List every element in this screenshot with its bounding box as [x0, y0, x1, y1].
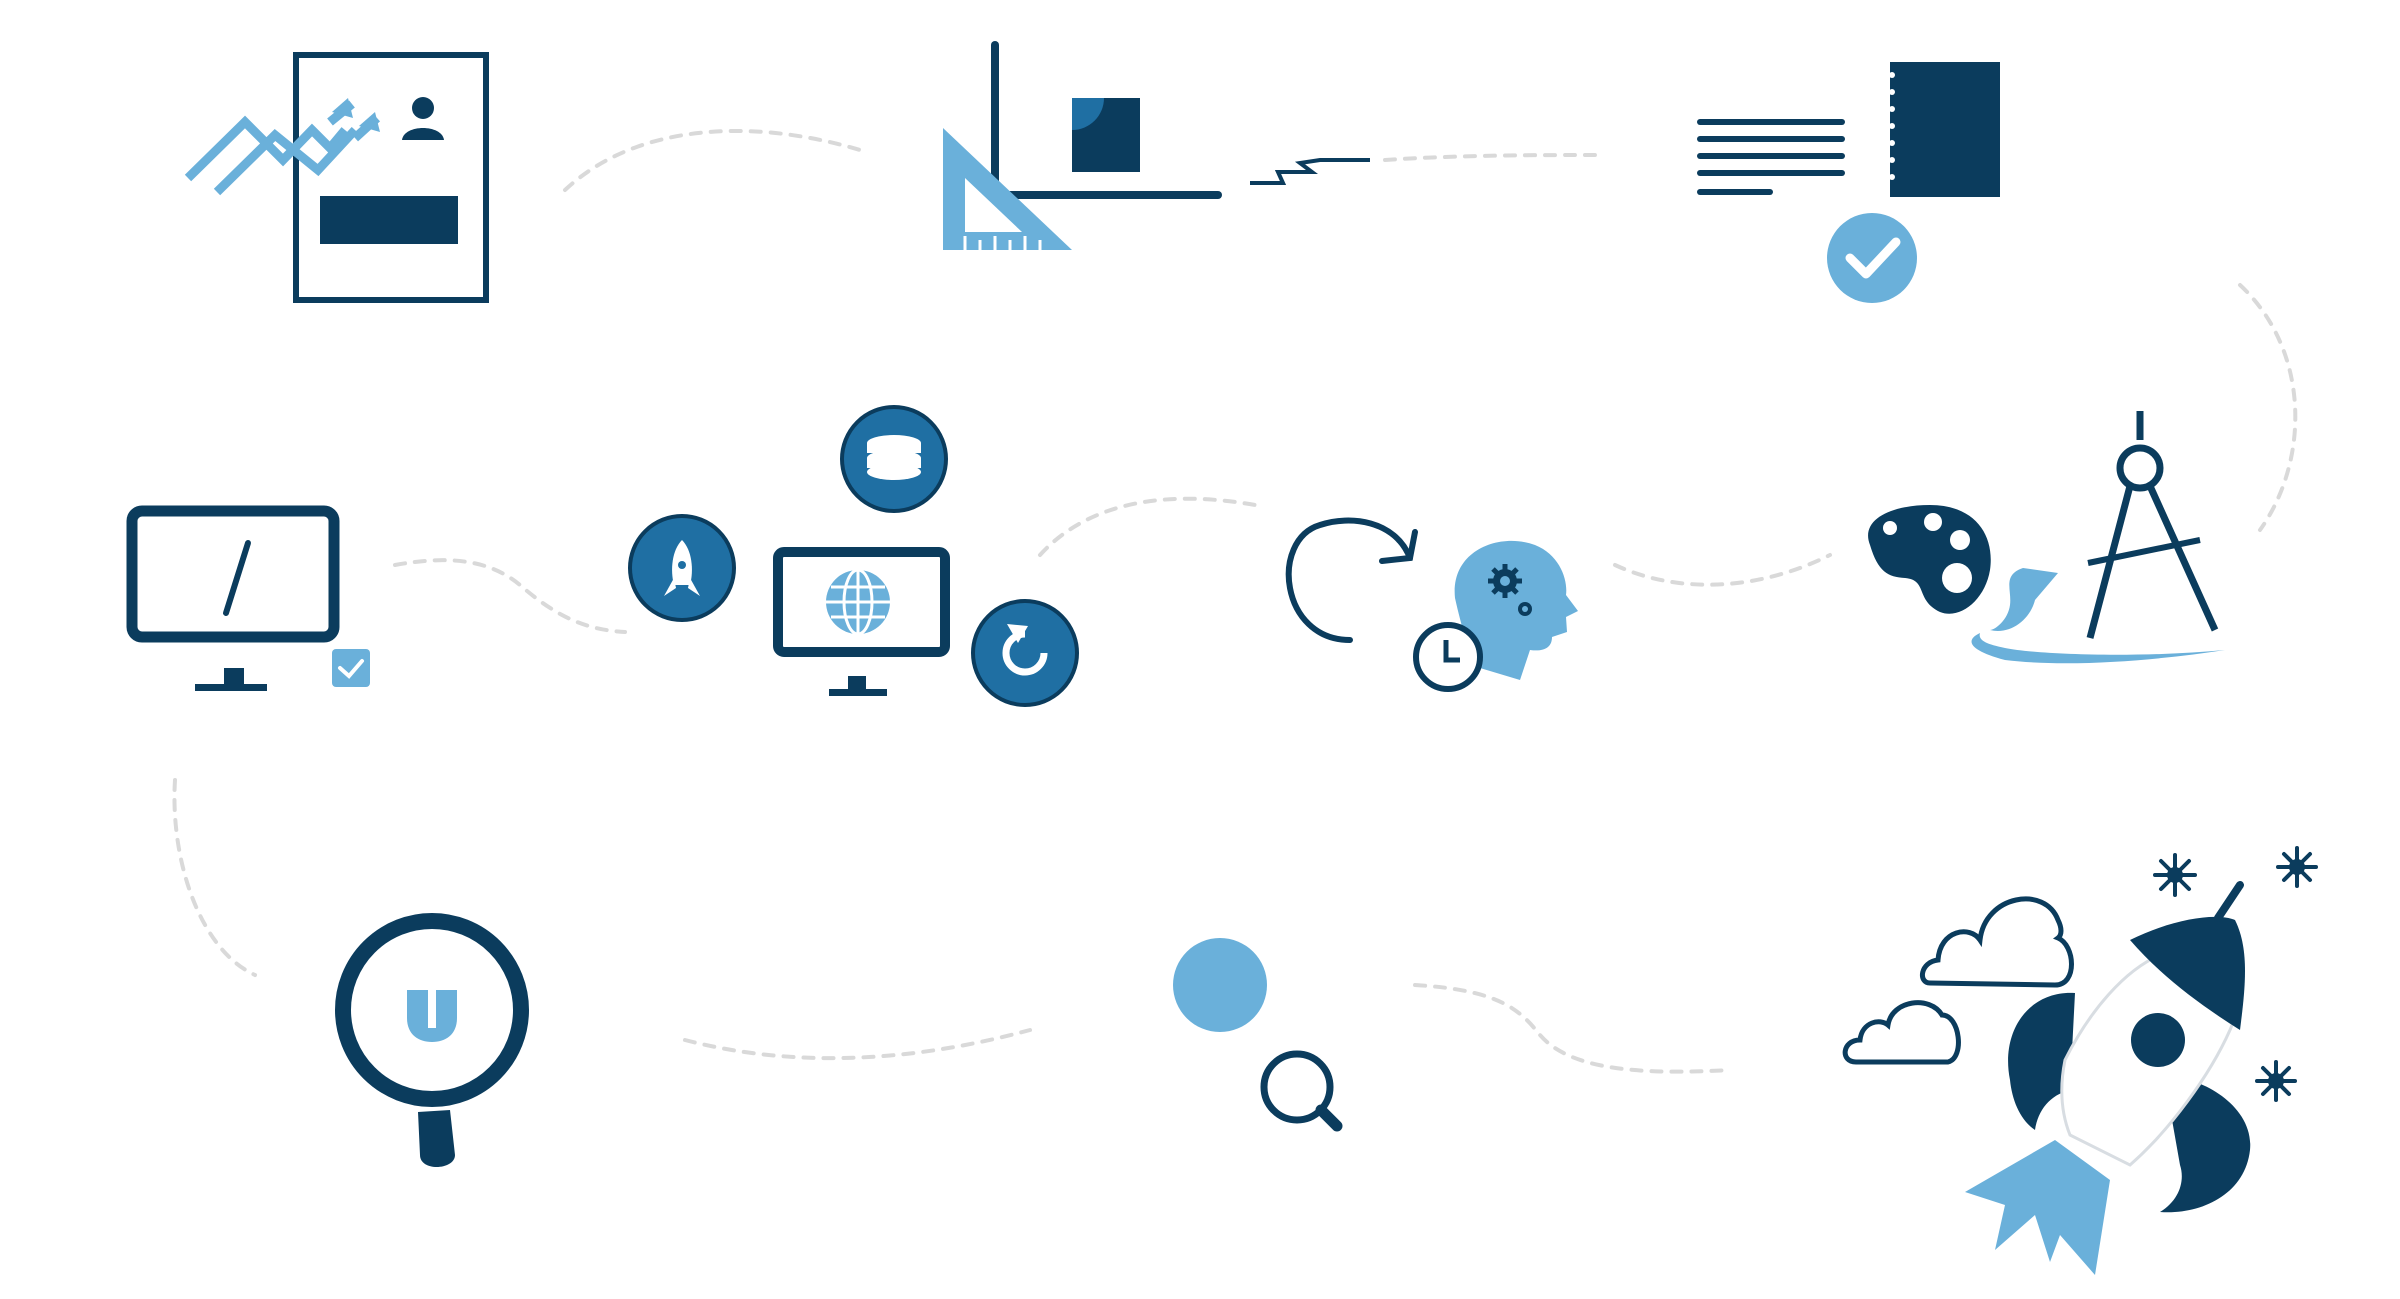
rocket-launch-icon [1842, 846, 2318, 1275]
magnify-inspect-icon [335, 913, 529, 1168]
connector-7 [172, 778, 257, 977]
growth-report-icon [184, 52, 489, 303]
connector-2 [1383, 153, 1602, 162]
monitor-checkbox-icon [126, 505, 370, 691]
connector-4 [393, 558, 627, 634]
connector-6 [1613, 553, 1832, 587]
mind-cycle-icon [1285, 517, 1578, 692]
connector-3 [2238, 283, 2298, 532]
design-tools-icon [1868, 411, 2225, 664]
web-deployment-icon [628, 405, 1079, 707]
blueprint-ruler-icon [943, 41, 1370, 250]
connector-1 [563, 129, 862, 192]
dot-search-icon [1173, 938, 1343, 1132]
dashed-connectors [172, 129, 2298, 1074]
connector-8 [683, 1028, 1032, 1061]
checked-notebook-icon [1697, 62, 2000, 303]
connector-9 [1413, 983, 1732, 1074]
connector-5 [1038, 496, 1257, 557]
